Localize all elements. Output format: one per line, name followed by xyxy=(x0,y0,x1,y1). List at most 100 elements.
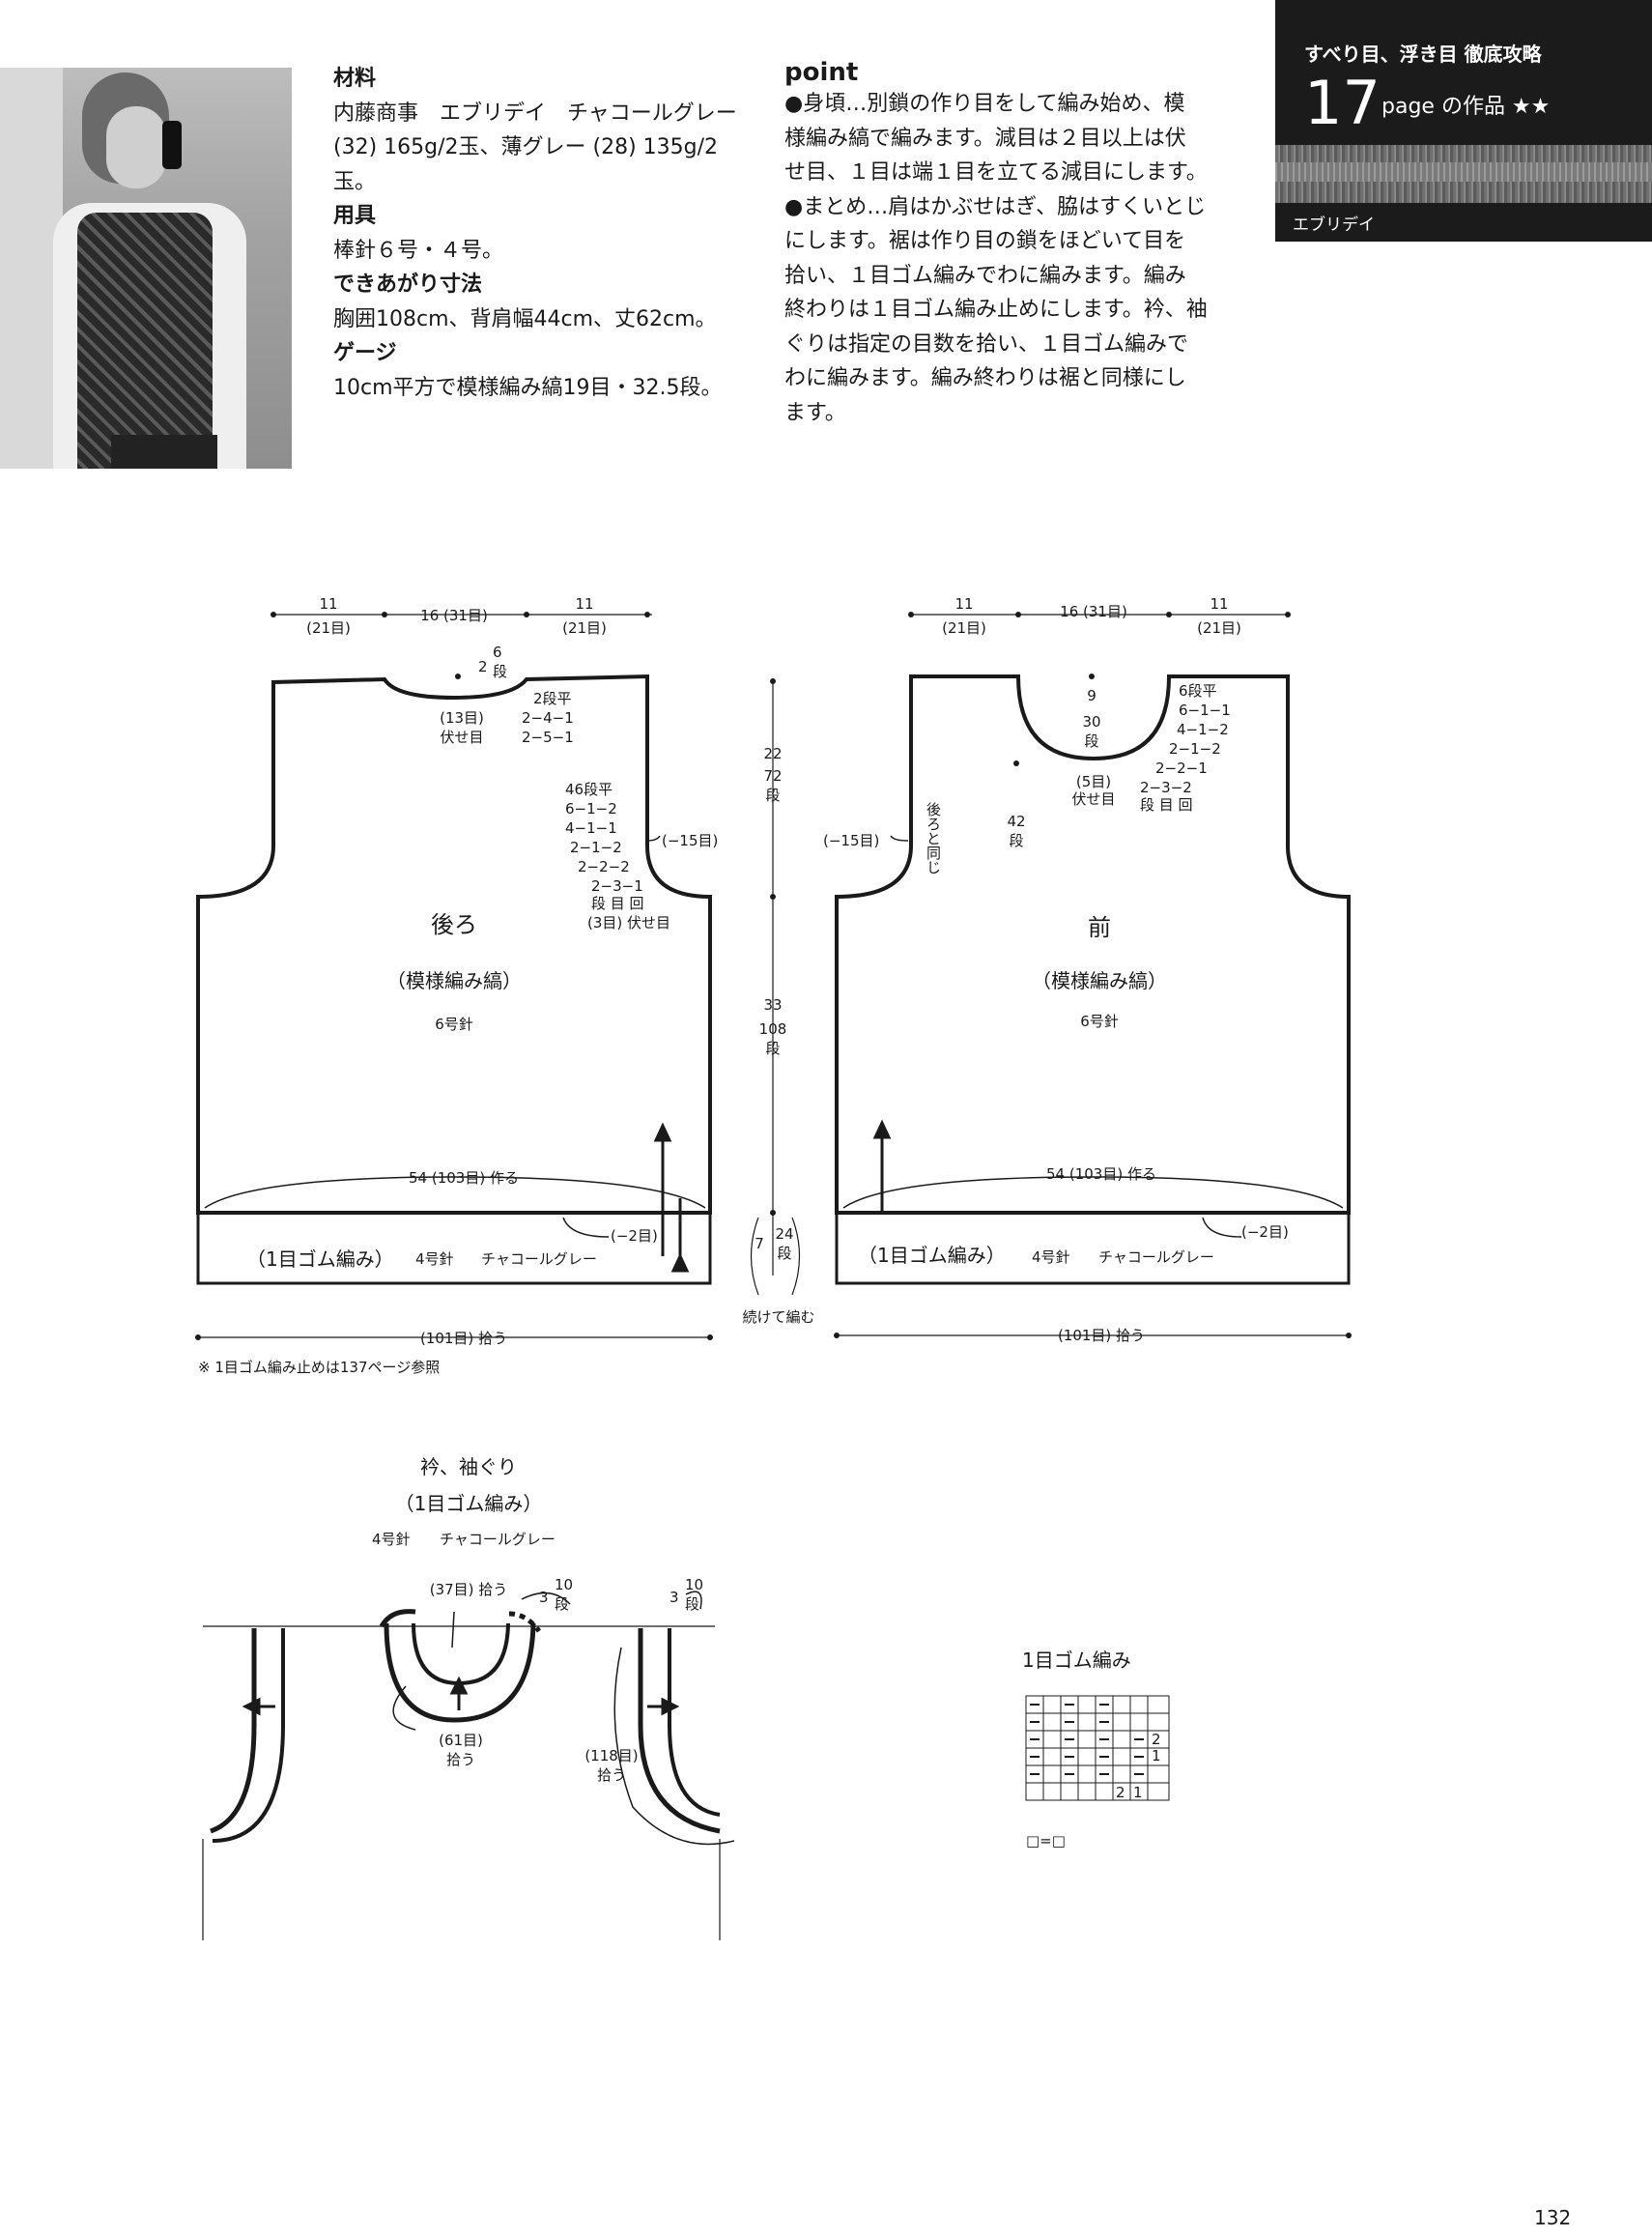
front-top-mid: 16 (31目) xyxy=(1060,603,1127,620)
size-text: 胸囲108cm、背肩幅44cm、丈62cm。 xyxy=(333,306,717,331)
front-title: 前 xyxy=(1088,914,1111,941)
front-neck-b: 伏せ目 xyxy=(1071,790,1115,808)
back-cast-on: 54 (103目) 作る xyxy=(409,1169,519,1187)
size-heading: できあがり寸法 xyxy=(333,272,483,297)
mid-height-2b: 108 xyxy=(759,1020,787,1038)
collar-rows-a-2: 3 xyxy=(669,1589,679,1606)
badge-page-label: page の作品 ★★ xyxy=(1381,95,1551,119)
collar-title: 衿、袖ぐり xyxy=(420,1455,517,1478)
tools-heading: 用具 xyxy=(333,204,377,228)
back-note: ※ 1目ゴム編み止めは137ページ参照 xyxy=(198,1359,440,1376)
collar-pick-2: (61目) xyxy=(439,1732,483,1749)
mid-continue: 続けて編む xyxy=(742,1308,814,1326)
collar-pick-3: (118目) xyxy=(584,1747,638,1764)
back-top-mid: 16 (31目) xyxy=(420,607,488,624)
dimension-dots xyxy=(195,612,1352,1340)
front-neck-h2: 30 xyxy=(1082,713,1100,731)
front-rib-dec: (−2目) xyxy=(1241,1223,1289,1241)
back-title: 後ろ xyxy=(431,911,477,938)
back-needle: 6号針 xyxy=(435,1016,473,1033)
front-neck-dec-6: 2−3−2 xyxy=(1140,779,1192,796)
mid-height-2c: 段 xyxy=(765,1040,780,1057)
back-body-outline xyxy=(196,674,712,1285)
rib-chart-purl-marks xyxy=(1030,1704,1144,1775)
collar-rows-b: 10 xyxy=(555,1576,573,1593)
mid-height-3b: 24 xyxy=(775,1225,793,1243)
collar-rows-c-2: 段 xyxy=(685,1595,699,1613)
front-rib: （1目ゴム編み） xyxy=(858,1244,1006,1267)
dimension-lines xyxy=(198,614,1349,1338)
front-needle: 6号針 xyxy=(1080,1013,1119,1030)
back-arm-sts: (−15目) xyxy=(662,832,718,849)
back-top-left: 11 xyxy=(319,595,337,613)
front-arm-sts: (−15目) xyxy=(823,832,879,849)
collar-pick-3b: 拾う xyxy=(597,1766,626,1784)
badge-number: 17 xyxy=(1304,68,1381,138)
front-neck-dec-1: 6段平 xyxy=(1179,682,1217,700)
mid-height-3c: 段 xyxy=(777,1245,791,1262)
collar-color: チャコールグレー xyxy=(440,1531,555,1548)
front-top-left: 11 xyxy=(954,595,973,613)
model-photo xyxy=(0,68,292,469)
mid-height-1c: 段 xyxy=(765,787,780,804)
pattern-badge: すべり目、浮き目 徹底攻略 17 page の作品 ★★ エブリデイ xyxy=(1275,0,1652,242)
direction-arrows xyxy=(653,1119,892,1273)
front-arm-h2: 段 xyxy=(1009,832,1023,849)
materials-block: 材料 内藤商事 エブリデイ チャコールグレー (32) 165g/2玉、薄グレー… xyxy=(333,62,758,405)
front-pickup: (101目) 拾う xyxy=(1058,1327,1145,1344)
point-line-5: にします。裾は作り目の鎖をほどいて目を xyxy=(784,229,1186,253)
point-line-3: せ目、１目は端１目を立てる減目にします。 xyxy=(784,160,1208,185)
materials-line-2: (32) 165g/2玉、薄グレー (28) 135g/2 xyxy=(333,135,719,159)
front-same-as-back: 後ろと同じ xyxy=(925,802,942,875)
front-top-left-sts: (21目) xyxy=(942,619,986,637)
collar-needle: 4号針 xyxy=(372,1531,411,1548)
point-line-2: 様編み縞で編みます。減目は２目以上は伏 xyxy=(784,126,1186,151)
front-top-right-sts: (21目) xyxy=(1197,619,1241,637)
front-body-outline xyxy=(835,674,1351,1285)
front-neck-h3: 段 xyxy=(1084,732,1098,750)
chart-title: 1目ゴム編み xyxy=(1022,1649,1131,1672)
collar-rows-b-2: 10 xyxy=(685,1576,703,1593)
back-arm-dec-7: 段 目 回 xyxy=(591,895,644,912)
back-neck-rows-3: 段 xyxy=(493,663,507,680)
front-rib-needle: 4号針 xyxy=(1032,1248,1070,1266)
back-arm-dec-1: 46段平 xyxy=(565,781,612,798)
back-neck-a: (13目) xyxy=(440,709,484,727)
materials-line-1: 内藤商事 エブリデイ チャコールグレー xyxy=(333,100,737,126)
front-cast-on: 54 (103目) 作る xyxy=(1046,1165,1156,1183)
front-neck-dec-3: 4−1−2 xyxy=(1177,721,1229,738)
collar-rows-a: 3 xyxy=(539,1589,549,1606)
back-pickup: (101目) 拾う xyxy=(420,1330,507,1347)
front-neck-a: (5目) xyxy=(1076,773,1111,790)
point-line-7: 終わりは１目ゴム編み止めにします。衿、袖 xyxy=(784,298,1208,322)
front-top-right: 11 xyxy=(1210,595,1228,613)
point-line-1: ●身頃…別鎖の作り目をして編み始め、模 xyxy=(784,92,1185,116)
front-neck-dec-7: 段 目 回 xyxy=(1140,796,1193,814)
front-neck-dec-5: 2−2−1 xyxy=(1155,760,1208,777)
back-arm-dec-4: 2−1−2 xyxy=(570,839,622,856)
back-arm-dec-8: (3目) 伏せ目 xyxy=(587,914,670,932)
chart-col-2: 2 xyxy=(1116,1784,1125,1801)
point-block: point ●身頃…別鎖の作り目をして編み始め、模 様編み縞で編みます。減目は２… xyxy=(784,58,1219,430)
back-arm-dec-3: 4−1−1 xyxy=(565,819,617,837)
front-arm-h: 42 xyxy=(1007,813,1025,830)
collar-arrows xyxy=(242,1676,680,1716)
back-neck-dec-3: 2−5−1 xyxy=(522,729,574,746)
collar-outline xyxy=(202,1591,735,1940)
back-rib-dec: (−2目) xyxy=(611,1227,658,1245)
back-neck-b: 伏せ目 xyxy=(440,729,483,746)
materials-line-3: 玉。 xyxy=(333,169,377,194)
point-title: point xyxy=(784,58,859,87)
point-line-4: ●まとめ…肩はかぶせはぎ、脇はすくいとじ xyxy=(784,194,1207,219)
back-arm-dec-6: 2−3−1 xyxy=(591,877,643,895)
cast-on-curves xyxy=(204,835,1344,1238)
badge-yarn-name: エブリデイ xyxy=(1293,215,1375,235)
front-neck-dec-2: 6−1−1 xyxy=(1179,702,1231,719)
back-neck-dec-2: 2−4−1 xyxy=(522,709,574,727)
point-line-8: ぐりは指定の目数を拾い、１目ゴム編みで xyxy=(784,331,1189,357)
back-rib-color: チャコールグレー xyxy=(481,1250,597,1268)
point-line-6: 拾い、１目ゴム編みでわに編みます。編み xyxy=(784,263,1186,288)
mid-height-3: 7 xyxy=(755,1235,764,1252)
back-neck-rows-2: 6 xyxy=(493,644,502,661)
